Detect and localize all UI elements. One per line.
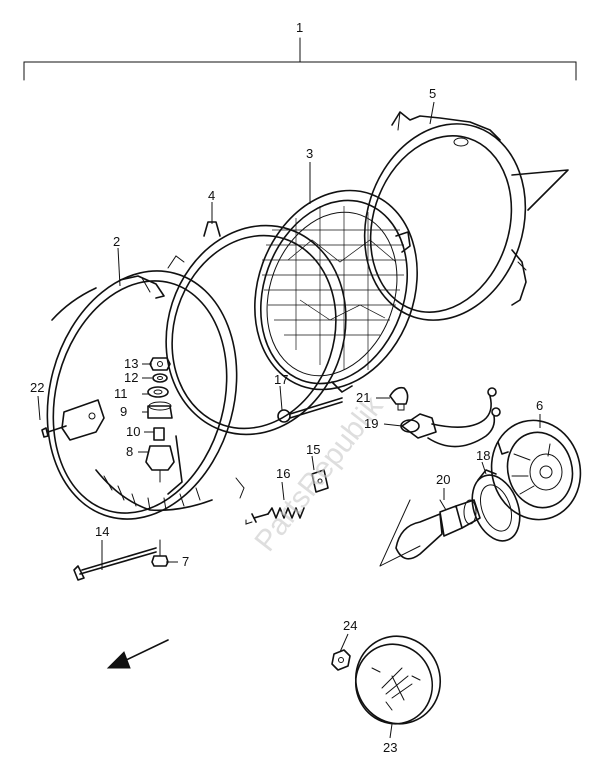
callout-14: 14 bbox=[95, 524, 109, 539]
part-23-reflector-disk bbox=[354, 635, 442, 725]
callout-11: 11 bbox=[114, 386, 128, 401]
assembly-bracket bbox=[23, 37, 577, 81]
callout-12: 12 bbox=[124, 370, 138, 385]
part-20-headlight-bulb bbox=[395, 499, 481, 560]
mounting-stud-stack bbox=[145, 357, 175, 483]
callout-20: 20 bbox=[436, 472, 450, 487]
part-4-headlight-rim bbox=[165, 221, 347, 436]
callout-10: 10 bbox=[126, 424, 140, 439]
callout-labels: 1 2 3 4 5 6 7 8 9 10 11 12 13 14 15 16 1… bbox=[30, 20, 543, 755]
callout-18: 18 bbox=[476, 448, 490, 463]
part-21-position-bulb bbox=[389, 386, 409, 411]
callout-1: 1 bbox=[296, 20, 303, 35]
part-14-long-bolt bbox=[73, 547, 157, 581]
part-19-bulb-socket bbox=[400, 387, 501, 448]
callout-8: 8 bbox=[126, 444, 133, 459]
watermark-text: PartsRepublik bbox=[248, 389, 390, 557]
callout-13: 13 bbox=[124, 356, 138, 371]
callout-7: 7 bbox=[182, 554, 189, 569]
part-2-headlight-housing bbox=[46, 270, 245, 520]
front-direction-arrow bbox=[106, 639, 169, 669]
callout-17: 17 bbox=[274, 372, 288, 387]
callout-2: 2 bbox=[113, 234, 120, 249]
callout-24: 24 bbox=[343, 618, 357, 633]
leader-lines bbox=[37, 101, 541, 739]
part-17-screw bbox=[277, 397, 343, 423]
callout-4: 4 bbox=[208, 188, 215, 203]
callout-22: 22 bbox=[30, 380, 44, 395]
part-18-bulb-holder bbox=[471, 469, 521, 542]
callout-15: 15 bbox=[306, 442, 320, 457]
part-16-adjuster-spring bbox=[245, 507, 305, 525]
part-22-screw bbox=[41, 425, 67, 438]
callout-3: 3 bbox=[306, 146, 313, 161]
bulb-area-outline bbox=[379, 499, 421, 567]
part-7-bolt bbox=[151, 539, 169, 567]
callout-21: 21 bbox=[356, 390, 370, 405]
part-6-socket-cover bbox=[490, 419, 582, 521]
callout-16: 16 bbox=[276, 466, 290, 481]
callout-5: 5 bbox=[429, 86, 436, 101]
callout-6: 6 bbox=[536, 398, 543, 413]
part-24-nut bbox=[331, 649, 351, 671]
part-3-headlight-unit bbox=[254, 189, 418, 393]
callout-23: 23 bbox=[383, 740, 397, 755]
part-15-clip-nut bbox=[311, 469, 329, 493]
callout-9: 9 bbox=[120, 404, 127, 419]
callout-19: 19 bbox=[364, 416, 378, 431]
part-5-headlight-case bbox=[363, 111, 569, 321]
